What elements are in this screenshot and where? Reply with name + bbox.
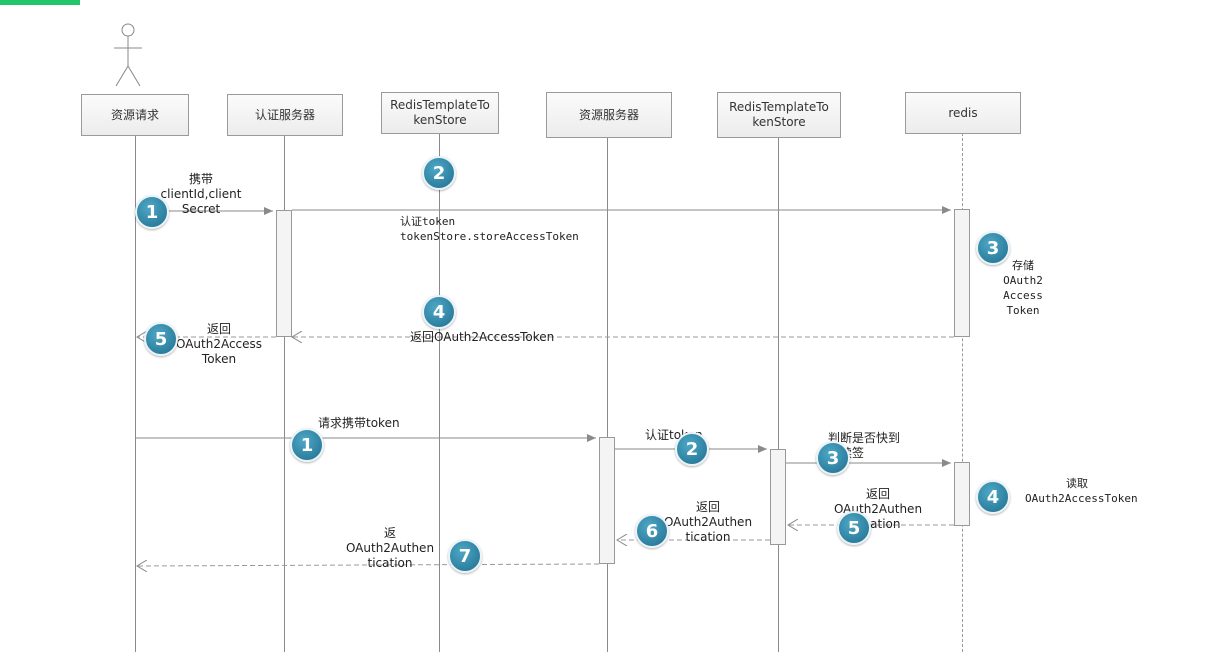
label-f1-step1: 携带 clientId,clientSecret (160, 172, 242, 216)
participant-token-store-2: RedisTemplateTokenStore (717, 92, 841, 138)
lifeline-resource-server (607, 137, 608, 652)
accent-bar (0, 0, 80, 5)
lifeline-token-store-1 (439, 133, 440, 652)
activation-redis-1 (954, 209, 970, 337)
step-badge-f2-7: 7 (448, 539, 482, 573)
lifeline-redis (962, 133, 963, 652)
activation-resource-server (599, 437, 615, 564)
label-f1-step4: 返回OAuth2AccessToken (410, 330, 555, 344)
label-f2-step1: 请求携带token (318, 416, 400, 430)
label-f2-step7: 返 OAuth2Authentication (345, 526, 435, 570)
label-f1-step2-text: 认证token tokenStore.storeAccessToken (400, 215, 579, 243)
activation-token-store-2 (770, 449, 786, 545)
participant-token-store-1: RedisTemplateTokenStore (381, 92, 499, 134)
label-f1-step2: 认证token tokenStore.storeAccessToken (400, 199, 600, 244)
label-f1-step3: 存储 OAuth2AccessToken (1003, 259, 1043, 317)
step-badge-f1-3: 3 (976, 231, 1010, 265)
arrow-f2-return-client (137, 564, 600, 566)
step-badge-f2-3: 3 (816, 441, 850, 475)
label-f2-step4: 读取 OAuth2AccessToken (1025, 477, 1138, 505)
actor-icon (114, 23, 142, 87)
step-badge-f1-4: 4 (422, 295, 456, 329)
lifeline-token-store-2 (778, 137, 779, 652)
lifeline-resource-request (135, 135, 136, 652)
label-f2-step6: 返回 OAuth2Authentication (663, 500, 753, 544)
step-badge-f1-5: 5 (144, 322, 178, 356)
participant-token-store-2-label: RedisTemplateTokenStore (729, 100, 829, 129)
label-f1-step5: 返回 OAuth2AccessToken (175, 322, 263, 366)
activation-auth-server (276, 210, 292, 337)
step-badge-f1-2: 2 (422, 156, 456, 190)
step-badge-f1-1: 1 (135, 195, 169, 229)
participant-resource-server: 资源服务器 (546, 92, 672, 138)
participant-auth-server: 认证服务器 (227, 94, 343, 136)
step-badge-f2-1: 1 (290, 428, 324, 462)
activation-redis-2 (954, 462, 970, 526)
participant-token-store-1-label: RedisTemplateTokenStore (390, 98, 490, 127)
step-badge-f2-6: 6 (635, 514, 669, 548)
participant-resource-request: 资源请求 (81, 94, 189, 136)
participant-redis: redis (905, 92, 1021, 134)
lifeline-auth-server (284, 135, 285, 652)
step-badge-f2-4: 4 (976, 480, 1010, 514)
step-badge-f2-2: 2 (675, 432, 709, 466)
step-badge-f2-5: 5 (837, 511, 871, 545)
